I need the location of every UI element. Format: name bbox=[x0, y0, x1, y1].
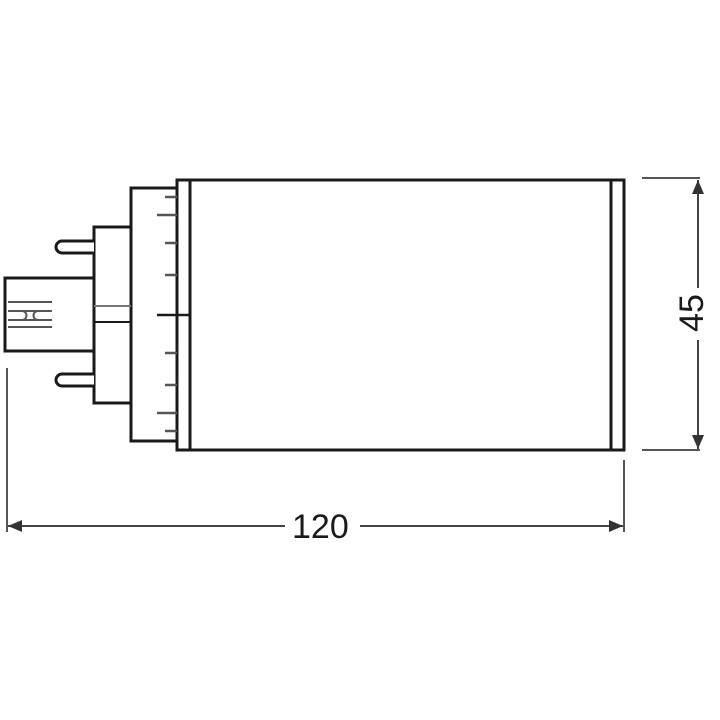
base-plug bbox=[3, 276, 96, 353]
dimension-diameter-label: 45 bbox=[672, 292, 711, 334]
dimension-length-label: 120 bbox=[288, 510, 353, 544]
pin-lower bbox=[54, 372, 94, 388]
lamp-tube-body bbox=[175, 178, 626, 452]
dimension-diameter bbox=[692, 180, 704, 449]
dimension-length bbox=[8, 520, 623, 532]
pin-upper bbox=[54, 239, 94, 255]
socket-seam bbox=[94, 305, 131, 323]
base-socket bbox=[92, 225, 133, 405]
extension-lines bbox=[6, 177, 700, 532]
plug-key-marking bbox=[8, 301, 52, 328]
collar-ticks bbox=[157, 195, 190, 433]
